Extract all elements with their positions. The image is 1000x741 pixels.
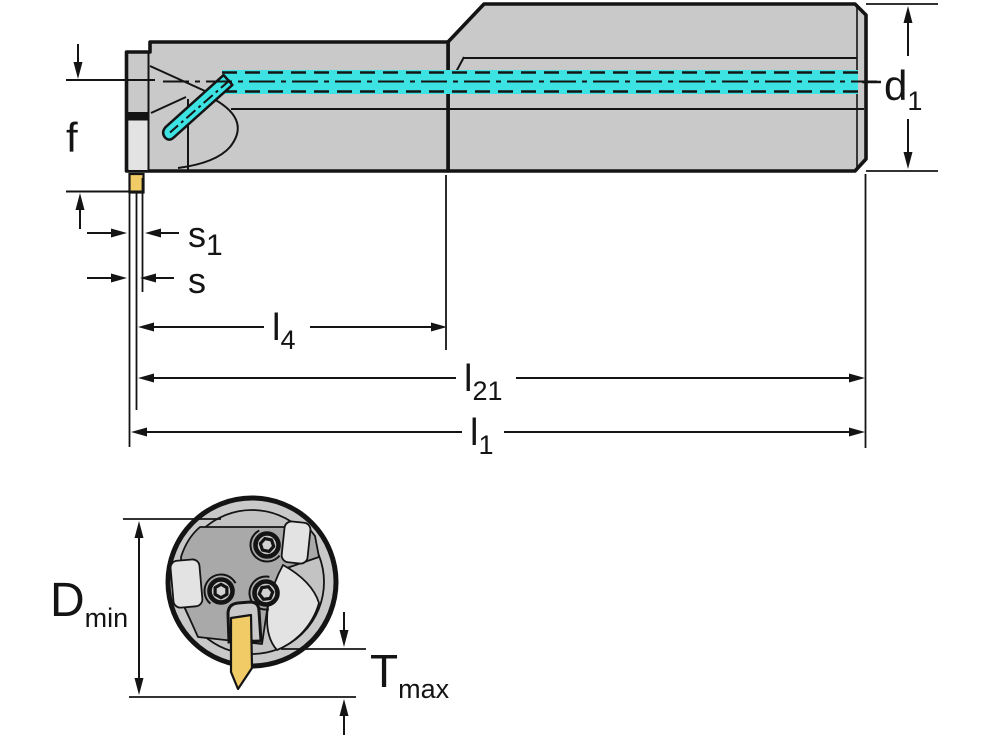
dimension-l1: l1: [131, 412, 865, 460]
f-arrow-down: [73, 62, 83, 79]
screw-outer-arc: [203, 573, 239, 609]
s-arrow-left: [140, 273, 156, 283]
f-arrow-up: [75, 193, 85, 210]
dimension-l4: l4: [138, 307, 447, 355]
torx-socket-icon: [258, 536, 276, 554]
clamp-black-band: [126, 112, 150, 121]
dimension-l21: l21: [138, 358, 865, 406]
torx-socket-icon: [213, 582, 229, 600]
pocket-curve: [177, 95, 239, 169]
d1-arrow-up: [903, 6, 913, 23]
front-view: [165, 495, 339, 691]
dimension-s: s: [87, 260, 206, 301]
screw-right: [248, 575, 284, 611]
s1-arrow-right: [111, 228, 127, 238]
tmax-arrow-down: [339, 630, 349, 647]
screw-top: [249, 527, 285, 563]
l4-label: l4: [272, 307, 295, 355]
s1-arrow-left: [145, 228, 161, 238]
coolant-tube-axis: [169, 79, 231, 134]
torx-socket-icon: [257, 585, 275, 601]
dmin-arrow-up: [134, 521, 144, 538]
l4-arrow-left: [138, 322, 154, 332]
tmax-arrow-up: [339, 699, 349, 716]
screw-left: [203, 573, 239, 609]
l4-arrow-right: [431, 322, 447, 332]
head-body: [124, 40, 450, 173]
dimension-s1: s1: [87, 214, 223, 262]
seat-top-line: [149, 65, 206, 92]
screw-outer-arc: [249, 527, 285, 563]
l1-arrow-right: [849, 427, 865, 437]
blade-front-strip: [128, 120, 149, 170]
dmin-label: Dmin: [50, 574, 128, 633]
top-right-relief-slot: [280, 520, 312, 565]
insert-front: [229, 613, 254, 691]
dimension-f: f: [66, 44, 155, 229]
coolant-tube: [161, 73, 234, 141]
side-view: [124, 2, 879, 194]
seat-front-line: [150, 96, 187, 114]
dimension-dmin: Dmin: [50, 518, 356, 698]
f-label: f: [66, 114, 78, 161]
insert-side: [128, 172, 145, 194]
dimension-d1: d1: [862, 3, 938, 172]
dmin-arrow-down: [134, 678, 144, 695]
s1-label: s1: [188, 214, 223, 262]
s-arrow-right: [111, 273, 127, 283]
d1-arrow-down: [903, 152, 913, 169]
screw-outer-arc: [248, 575, 284, 611]
l1-label: l1: [470, 412, 493, 460]
dimension-tmax: Tmax: [281, 612, 450, 735]
l21-arrow-right: [849, 373, 865, 383]
l1-arrow-left: [131, 427, 147, 437]
l21-label: l21: [464, 358, 503, 406]
d1-label: d1: [884, 62, 922, 116]
left-relief-slot: [169, 558, 204, 609]
tmax-label: Tmax: [370, 645, 450, 704]
l21-arrow-left: [138, 373, 154, 383]
s-label: s: [188, 260, 206, 301]
